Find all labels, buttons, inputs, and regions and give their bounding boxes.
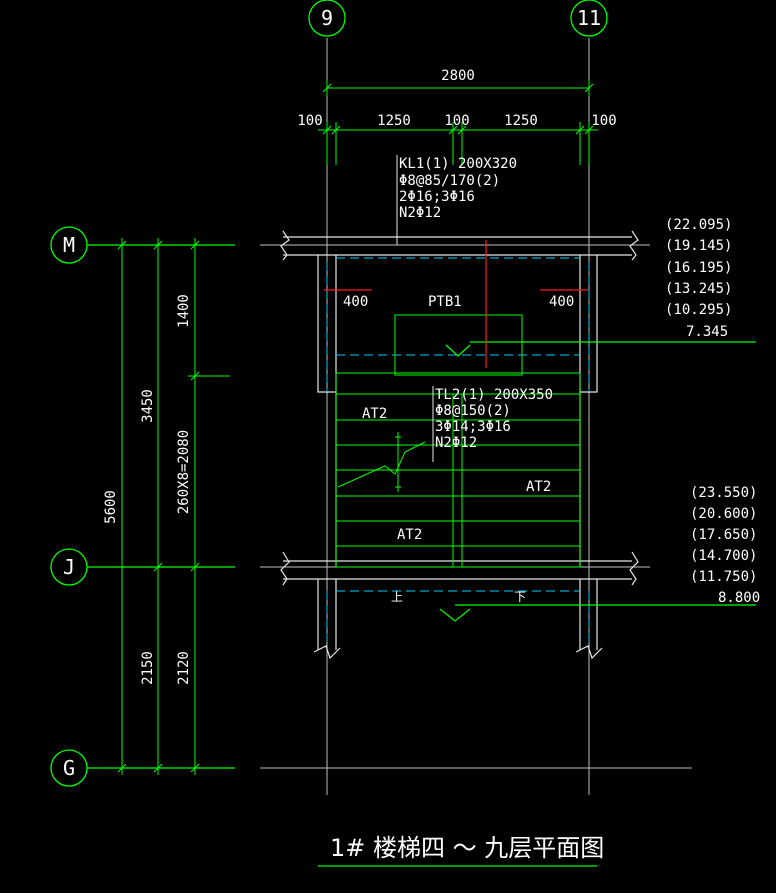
axis-label-9: 9 (321, 6, 333, 30)
tl2-label-line-1: TL2(1) 200X350 (435, 387, 553, 403)
kl1-label-line-4: N2Φ12 (399, 205, 441, 221)
axis-label-g: G (63, 756, 75, 780)
dim-left-inner-bottom: 2120 (176, 651, 192, 685)
dim-left-mid-upper: 3450 (140, 389, 156, 423)
walls (280, 230, 639, 660)
elevation-lower-5: (11.750) (690, 569, 757, 585)
elevation-lower-6: 8.800 (718, 590, 760, 606)
dim-left-outer: 5600 (103, 490, 119, 524)
at2-label-bottom-left: AT2 (397, 527, 422, 543)
elevation-upper-3: (16.195) (665, 260, 732, 276)
leader-lines (396, 155, 434, 462)
dim-seg-5: 100 (591, 113, 616, 129)
dim-seg-1: 100 (297, 113, 322, 129)
drawing-title: 1# 楼梯四 ～ 九层平面图 (330, 834, 604, 862)
axis-label-m: M (63, 233, 75, 257)
dim-left-inner-stairs: 260X8=2080 (176, 430, 192, 514)
tl2-label-line-3: 3Φ14;3Φ16 (435, 419, 511, 435)
stair-up-label: 上 (391, 590, 403, 604)
dim-left-mid-lower: 2150 (140, 651, 156, 685)
elevation-lower-3: (17.650) (690, 527, 757, 543)
axis-label-j: J (63, 555, 75, 579)
elevation-upper-1: (22.095) (665, 217, 732, 233)
dim-seg-4: 1250 (504, 113, 538, 129)
axis-label-11: 11 (577, 6, 601, 30)
elevation-lower-4: (14.700) (690, 548, 757, 564)
left-dimensions (115, 238, 235, 775)
dim-seg-2: 1250 (377, 113, 411, 129)
dim-400-right: 400 (549, 294, 574, 310)
tl2-label-line-2: Φ8@150(2) (435, 403, 511, 419)
at2-label-top-left: AT2 (362, 406, 387, 422)
dim-left-inner-top: 1400 (176, 294, 192, 328)
elevation-upper-5: (10.295) (665, 302, 732, 318)
elevation-lower-1: (23.550) (690, 485, 757, 501)
at2-label-right: AT2 (526, 479, 551, 495)
stair-treads (335, 314, 581, 568)
stair-down-label: 下 (514, 590, 526, 604)
elevation-upper-4: (13.245) (665, 281, 732, 297)
elevation-upper-6: 7.345 (686, 324, 728, 340)
kl1-label-line-2: Φ8@85/170(2) (399, 173, 500, 189)
stair-levels (439, 341, 756, 622)
dim-overall-width: 2800 (441, 68, 475, 84)
kl1-label-line-1: KL1(1) 200X320 (399, 156, 517, 172)
elevation-upper-2: (19.145) (665, 238, 732, 254)
kl1-label-line-3: 2Φ16;3Φ16 (399, 189, 475, 205)
axis-bubble-9 (308, 0, 346, 37)
axis-bubble-11 (570, 0, 608, 37)
dim-seg-3: 100 (444, 113, 469, 129)
top-dimensions (318, 80, 598, 165)
elevation-lower-2: (20.600) (690, 506, 757, 522)
red-markers (324, 240, 588, 368)
dim-400-left: 400 (343, 294, 368, 310)
ptb1-label: PTB1 (428, 294, 462, 310)
tl2-label-line-4: N2Φ12 (435, 435, 477, 451)
